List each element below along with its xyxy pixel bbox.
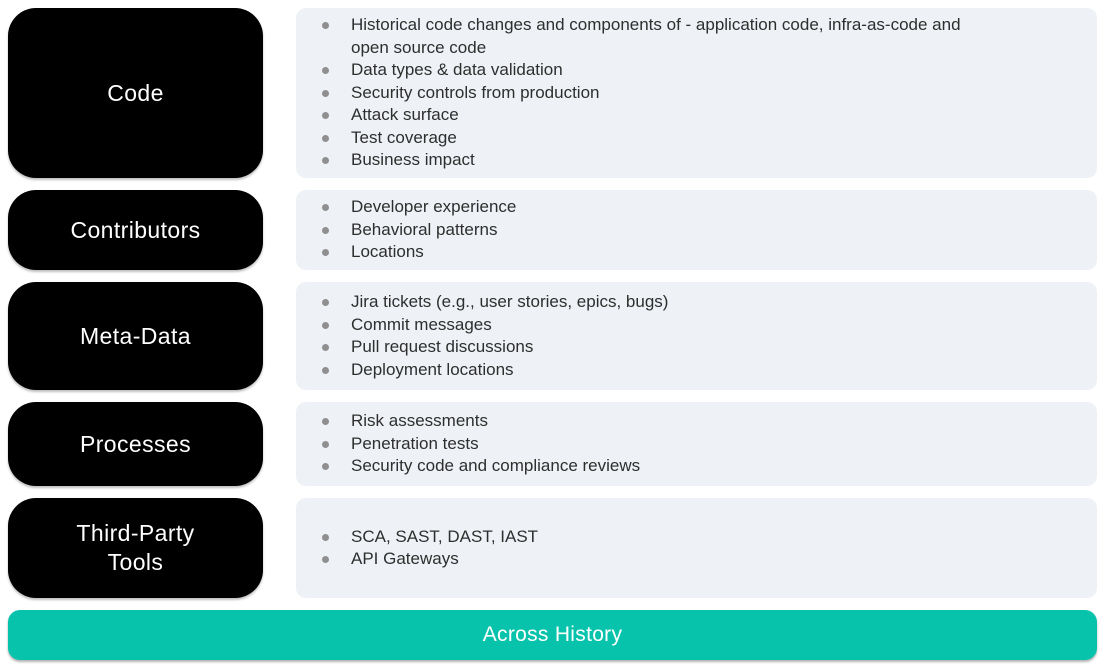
bullet-text: Data types & data validation [351,60,563,80]
category-label-contributors: Contributors [70,216,201,243]
bullet-list-third-party-tools: SCA, SAST, DAST, IAST API Gateways [296,526,538,571]
category-box-meta-data: Meta-Data [8,282,263,390]
bullet-dot-icon [322,157,329,165]
bullet-text: Historical code changes and components o… [351,15,961,57]
bullet-item: SCA, SAST, DAST, IAST [322,526,538,549]
category-box-code: Code [8,8,263,178]
bullet-text: Locations [351,242,424,262]
bullet-item: Penetration tests [322,433,640,456]
bullet-text: Security code and compliance reviews [351,456,641,476]
bullet-item: Test coverage [322,127,1001,150]
bullet-text: SCA, SAST, DAST, IAST [351,526,539,546]
bullet-item: Data types & data validation [322,59,1001,82]
bullet-dot-icon [322,204,329,212]
bullet-item: Security code and compliance reviews [322,455,640,478]
bullet-text: Attack surface [351,105,459,125]
row-third-party-tools: Third-Party Tools SCA, SAST, DAST, IAST A… [8,498,1097,598]
bullet-item: Locations [322,241,516,264]
bullet-dot-icon [322,321,329,329]
bullet-list-meta-data: Jira tickets (e.g., user stories, epics,… [296,291,668,381]
bullet-item: Historical code changes and components o… [322,14,1001,59]
category-box-contributors: Contributors [8,190,263,270]
bullet-item: Commit messages [322,314,668,337]
bullet-item: Developer experience [322,196,516,219]
category-label-meta-data: Meta-Data [80,322,191,349]
bullet-dot-icon [322,89,329,97]
bullet-dot-icon [322,556,329,563]
row-meta-data: Meta-Data Jira tickets (e.g., user stori… [8,282,1097,390]
bullet-item: API Gateways [322,548,538,571]
bullet-item: Risk assessments [322,410,640,433]
row-code: Code Historical code changes and compone… [8,8,1097,178]
bullet-text: Behavioral patterns [351,219,498,239]
bullet-text: API Gateways [351,549,459,568]
across-history-label: Across History [482,623,623,646]
bullet-list-code: Historical code changes and components o… [296,14,1001,172]
bullet-dot-icon [322,67,329,75]
bullet-text: Test coverage [351,127,457,147]
bullet-text: Developer experience [351,197,517,217]
category-label-code: Code [107,79,164,106]
bullet-dot-icon [322,226,329,234]
category-label-third-party-tools: Third-Party Tools [76,520,195,575]
bullet-dot-icon [322,463,329,471]
bullet-item: Pull request discussions [322,336,668,359]
bullet-text: Penetration tests [351,433,479,453]
detail-panel-meta-data: Jira tickets (e.g., user stories, epics,… [296,282,1097,390]
bullet-dot-icon [322,22,329,30]
bullet-dot-icon [322,418,329,426]
bullet-text: Business impact [351,150,475,170]
detail-panel-third-party-tools: SCA, SAST, DAST, IAST API Gateways [296,498,1097,598]
bullet-dot-icon [322,249,329,257]
bullet-item: Security controls from production [322,82,1001,105]
bullet-dot-icon [322,366,329,374]
bullet-text: Jira tickets (e.g., user stories, epics,… [351,292,669,311]
bullet-dot-icon [322,112,329,120]
bullet-item: Attack surface [322,104,1001,127]
bullet-item: Behavioral patterns [322,219,516,242]
bullet-text: Security controls from production [351,82,600,102]
category-box-third-party-tools: Third-Party Tools [8,498,263,598]
category-label-processes: Processes [80,430,191,457]
bullet-item: Business impact [322,149,1001,172]
bullet-item: Jira tickets (e.g., user stories, epics,… [322,291,668,314]
bullet-dot-icon [322,533,329,541]
bullet-dot-icon [322,344,329,351]
bullet-text: Commit messages [351,314,492,334]
bullet-text: Pull request discussions [351,337,534,356]
detail-panel-code: Historical code changes and components o… [296,8,1097,178]
bullet-text: Risk assessments [351,411,488,431]
category-box-processes: Processes [8,402,263,486]
bullet-dot-icon [322,299,329,306]
across-history-banner: Across History [8,610,1097,660]
bullet-item: Deployment locations [322,359,668,382]
bullet-dot-icon [322,440,329,448]
bullet-text: Deployment locations [351,359,514,379]
bullet-dot-icon [322,134,329,142]
